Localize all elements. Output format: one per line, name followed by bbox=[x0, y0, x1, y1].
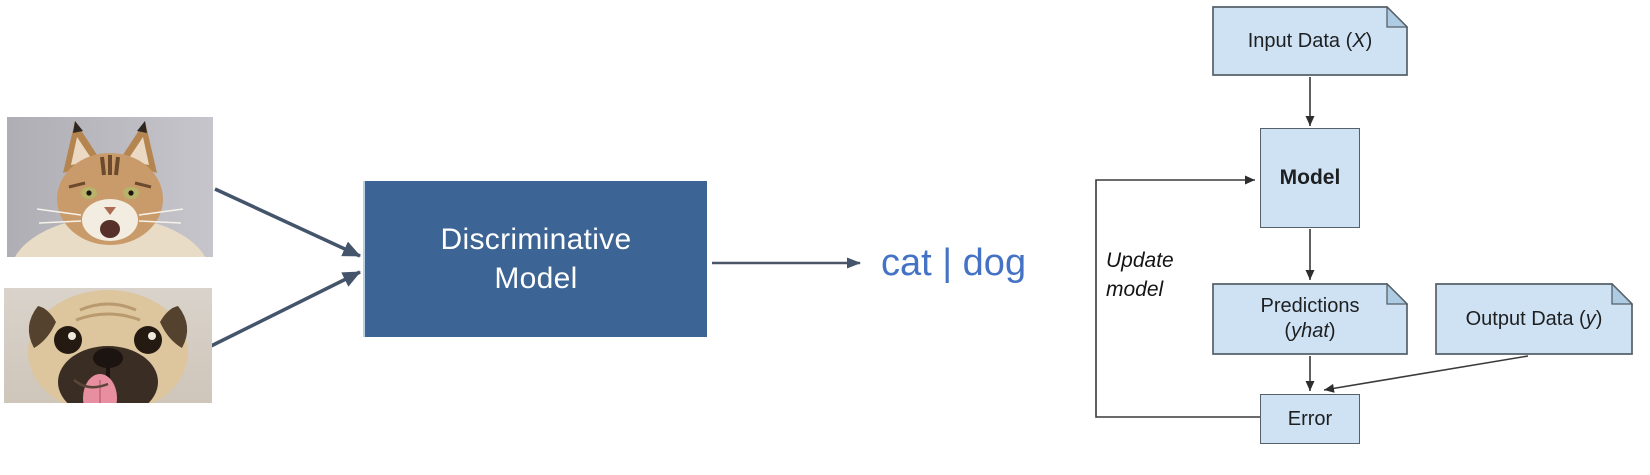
dog-photo bbox=[4, 288, 212, 403]
arrow-cat-to-model bbox=[214, 187, 361, 258]
error-label: Error bbox=[1287, 407, 1333, 430]
dog-illustration-icon bbox=[4, 288, 212, 403]
update-model-label: Update model bbox=[1106, 246, 1216, 304]
discriminative-model-label-line1: Discriminative bbox=[440, 223, 632, 256]
folded-corner-shape bbox=[1212, 6, 1408, 76]
cat-photo bbox=[7, 117, 213, 257]
output-data-label: Output Data (y) bbox=[1465, 307, 1603, 330]
predictions-label: Predictions (yhat) bbox=[1260, 295, 1360, 342]
flowchart-node-input-data: Input Data (X) bbox=[1212, 6, 1408, 76]
discriminative-model-box: Discriminative Model bbox=[363, 181, 707, 337]
flowchart-node-predictions: Predictions (yhat) bbox=[1212, 283, 1408, 355]
flowchart-node-model: Model bbox=[1260, 128, 1360, 228]
folded-corner-shape bbox=[1435, 283, 1633, 355]
cat-illustration-icon bbox=[7, 117, 213, 257]
prediction-output-text: cat | dog bbox=[881, 242, 1027, 284]
arrow-outputdata-to-error bbox=[1323, 355, 1529, 393]
flowchart-node-error: Error bbox=[1260, 394, 1360, 444]
folded-corner-shape bbox=[1212, 283, 1408, 355]
update-model-label-line2: model bbox=[1106, 278, 1164, 301]
flowchart-node-output-data: Output Data (y) bbox=[1435, 283, 1633, 355]
discriminative-model-label-line2: Model bbox=[494, 262, 578, 295]
arrow-dog-to-model bbox=[208, 270, 361, 349]
update-model-label-line1: Update bbox=[1106, 249, 1174, 272]
model-label: Model bbox=[1279, 166, 1341, 189]
input-data-label: Input Data (X) bbox=[1247, 29, 1373, 52]
feedback-loop-error-to-model bbox=[1095, 175, 1260, 418]
